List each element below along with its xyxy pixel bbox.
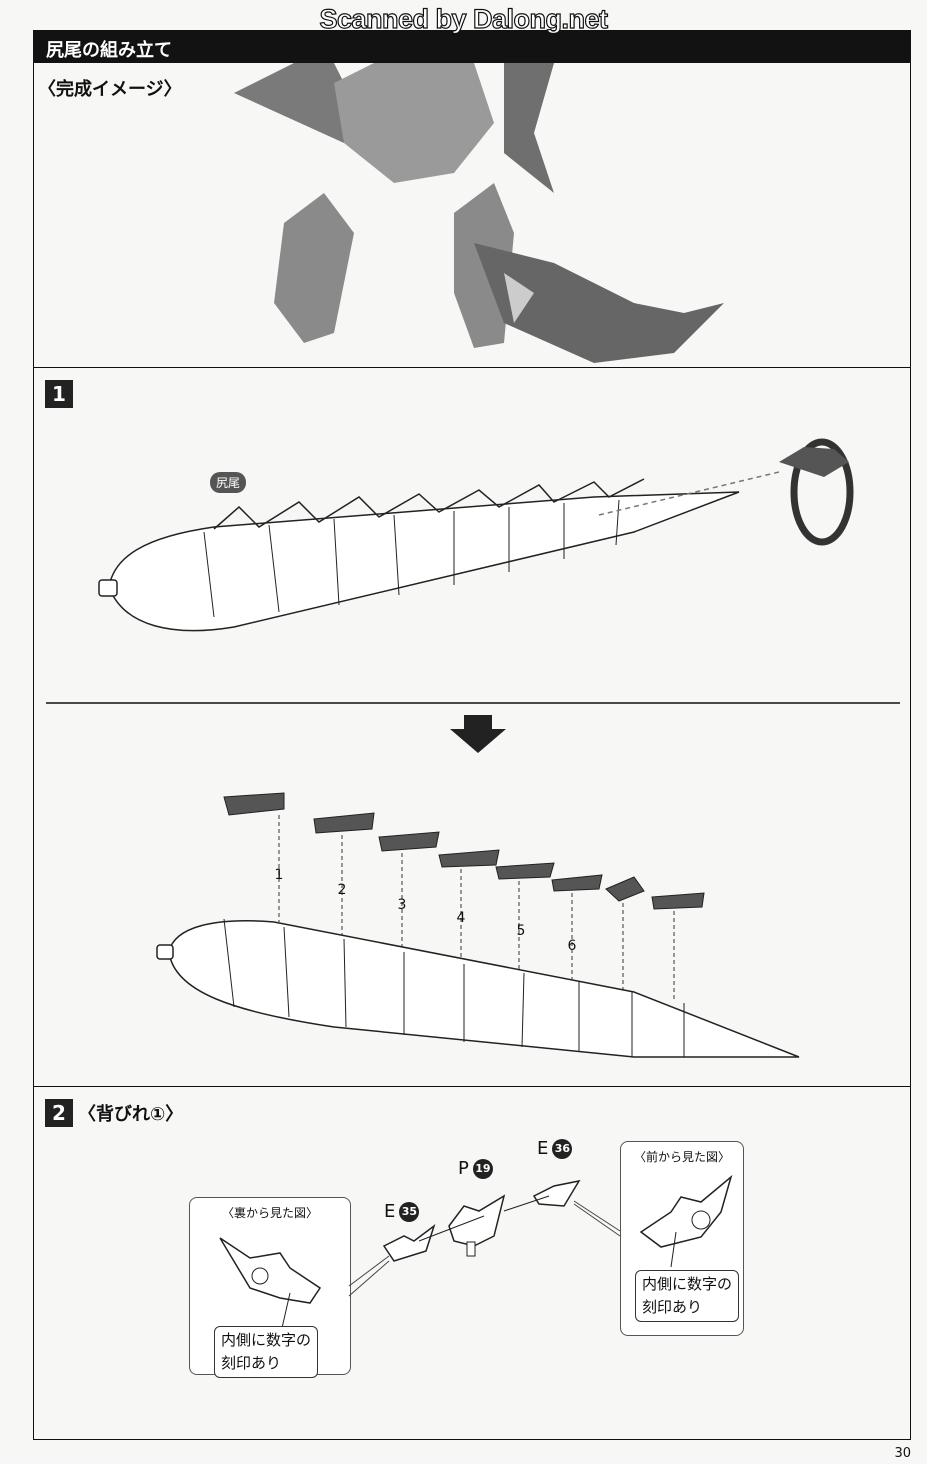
part-letter: E <box>537 1138 549 1159</box>
down-arrow-icon <box>450 715 506 753</box>
note-line-1: 内側に数字の <box>642 1275 733 1293</box>
tail-part-label: 尻尾 <box>210 472 247 493</box>
page-number: 30 <box>894 1446 911 1461</box>
fin-number-3: 3 <box>397 897 407 913</box>
back-view-note: 内側に数字の 刻印あり <box>214 1326 319 1378</box>
step-2-section: 2 〈背びれ①〉 〈裏から見た図〉 内側に数字の 刻印あり 〈前から見た図〉 内 <box>34 1086 910 1441</box>
section-header: 尻尾の組み立て <box>34 31 910 63</box>
part-letter: E <box>384 1201 396 1222</box>
section-title: 尻尾の組み立て <box>46 40 172 61</box>
note-line-1: 内側に数字の <box>221 1331 312 1349</box>
fin-number-2: 2 <box>337 882 347 898</box>
fin-number-5: 5 <box>516 923 526 939</box>
back-view-callout: 〈裏から見た図〉 内側に数字の 刻印あり <box>189 1197 351 1378</box>
part-number-badge: 35 <box>399 1202 420 1222</box>
tail-assembly-illustration <box>98 478 740 632</box>
step-number-2: 2 <box>45 1099 73 1127</box>
front-view-title: 〈前から見た図〉 <box>633 1150 730 1164</box>
scan-watermark: Scanned by Dalong.net <box>319 3 609 34</box>
finished-image-title: 〈完成イメージ〉 <box>38 79 182 100</box>
part-letter: P <box>458 1158 469 1179</box>
finished-figure-illustration <box>234 63 724 363</box>
step-1-section: 1 尻尾 <box>34 367 910 1087</box>
note-line-2: 刻印あり <box>221 1354 282 1372</box>
part-number-badge: 19 <box>472 1159 493 1179</box>
finished-image-section: 〈完成イメージ〉 <box>34 63 910 368</box>
ring-part-illustration <box>790 438 854 546</box>
front-view-part-illustration <box>639 1174 733 1268</box>
step-1-diagram <box>46 438 900 1058</box>
front-view-callout: 〈前から見た図〉 内側に数字の 刻印あり <box>620 1141 744 1336</box>
fin-number-6: 6 <box>567 938 577 954</box>
tail-with-fins-illustration <box>156 918 800 1058</box>
step-2-parts-diagram <box>348 1179 621 1297</box>
step-number-1: 1 <box>45 380 73 408</box>
part-number-badge: 36 <box>552 1139 573 1159</box>
page-frame: 尻尾の組み立て 〈完成イメージ〉 1 尻尾 <box>33 30 911 1440</box>
back-view-title: 〈裏から見た図〉 <box>221 1206 318 1220</box>
fin-number-4: 4 <box>456 910 466 926</box>
front-view-note: 内側に数字の 刻印あり <box>635 1270 740 1322</box>
note-line-2: 刻印あり <box>642 1298 703 1316</box>
step-2-title: 〈背びれ①〉 <box>78 1104 184 1125</box>
fin-number-1: 1 <box>274 867 284 883</box>
back-view-part-illustration <box>219 1237 322 1329</box>
tail-fin-parts <box>223 792 705 910</box>
